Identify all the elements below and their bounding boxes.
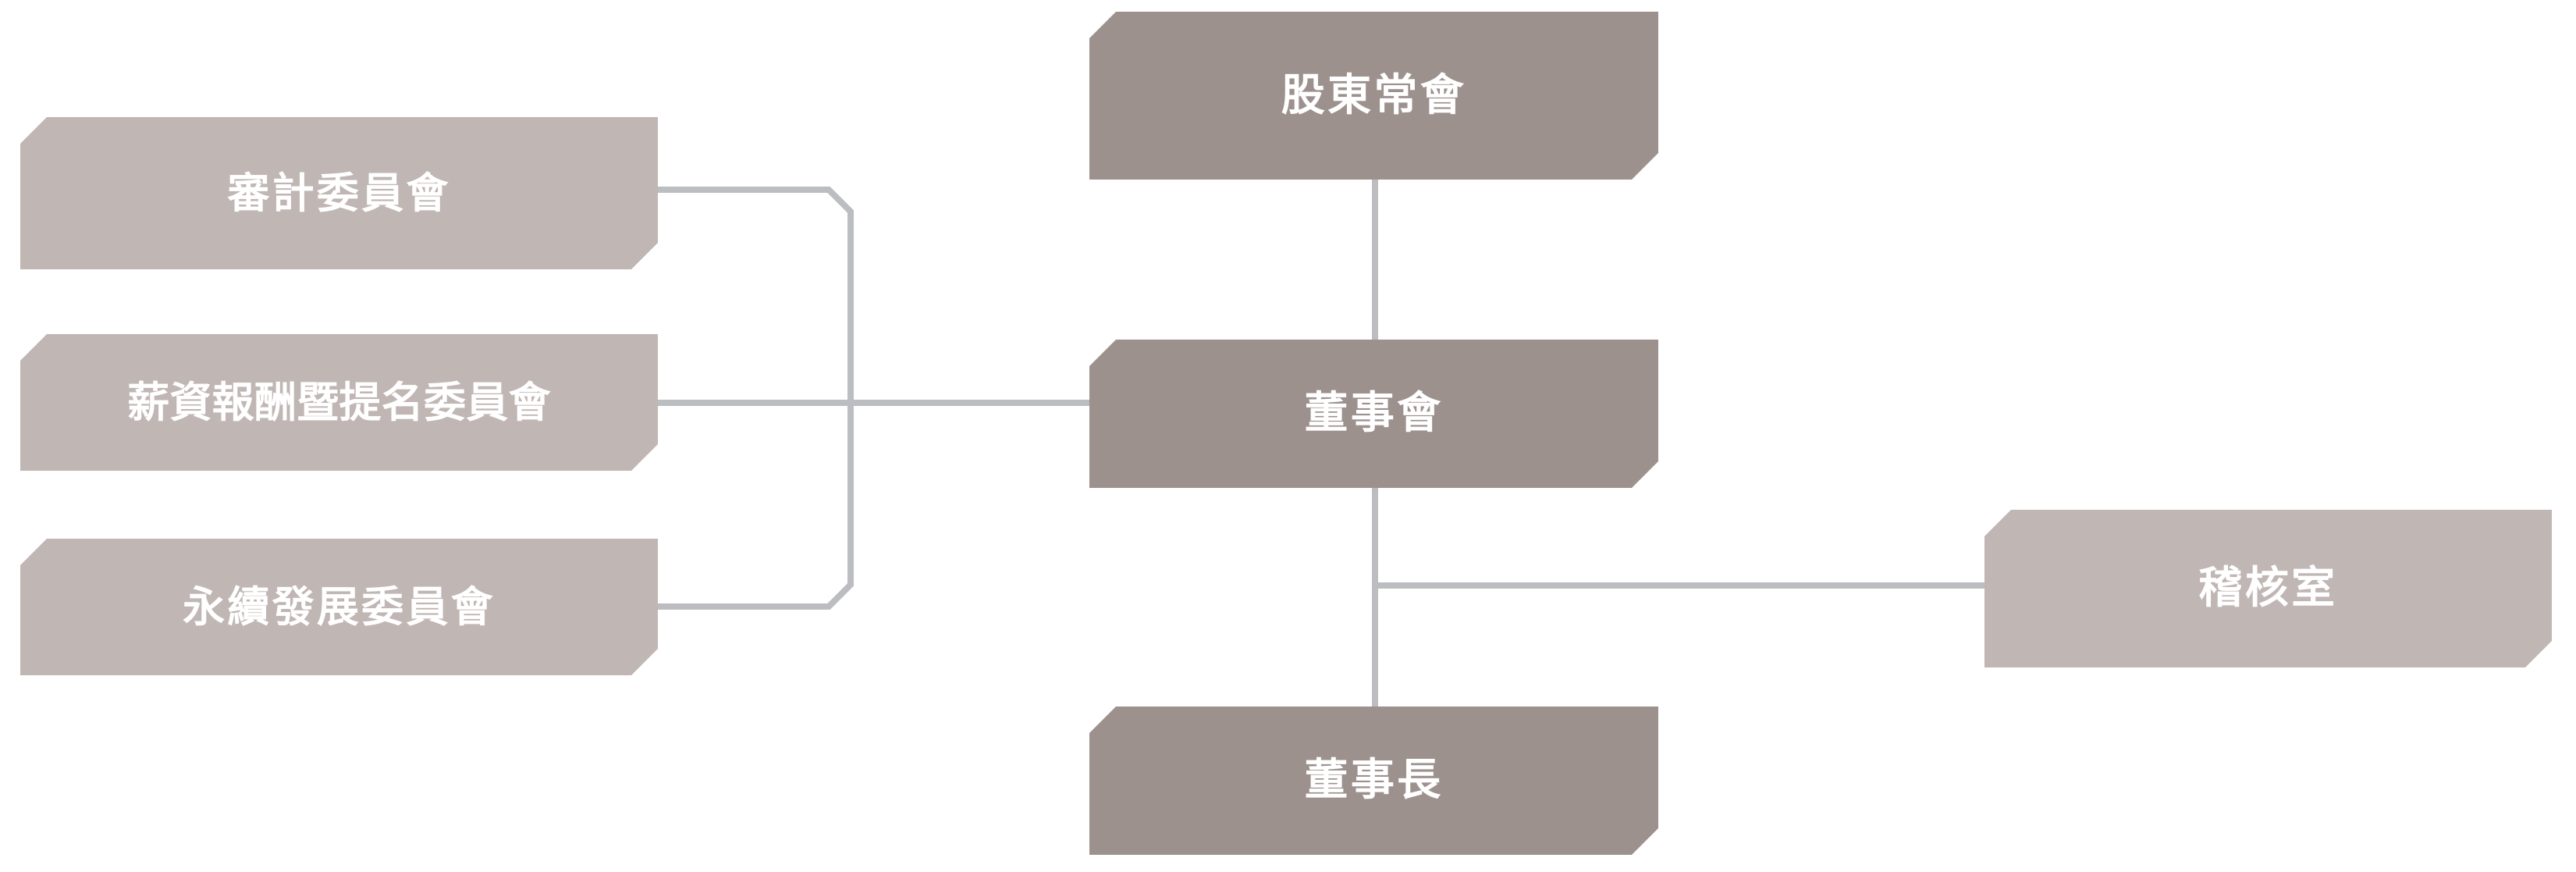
node-sustainability-committee[interactable]: 永續發展委員會	[20, 539, 658, 675]
node-shareholders-meeting[interactable]: 股東常會	[1089, 12, 1658, 180]
node-board-of-directors-label: 董事會	[1304, 388, 1444, 440]
edge-audit-committee-to-board	[658, 187, 854, 403]
node-compensation-nomination-committee-label: 薪資報酬暨提名委員會	[127, 377, 551, 427]
node-sustainability-committee-label: 永續發展委員會	[183, 582, 496, 632]
node-chairman-label: 董事長	[1304, 755, 1444, 806]
node-chairman[interactable]: 董事長	[1089, 706, 1658, 855]
node-audit-committee-label: 審計委員會	[227, 168, 451, 218]
node-compensation-nomination-committee[interactable]: 薪資報酬暨提名委員會	[20, 334, 658, 471]
node-audit-committee[interactable]: 審計委員會	[20, 117, 658, 269]
node-board-of-directors[interactable]: 董事會	[1089, 340, 1658, 488]
edge-sustainability-committee-to-board	[658, 403, 854, 610]
node-shareholders-meeting-label: 股東常會	[1281, 69, 1467, 121]
node-audit-office[interactable]: 稽核室	[1984, 510, 2552, 667]
node-audit-office-label: 稽核室	[2198, 563, 2338, 614]
